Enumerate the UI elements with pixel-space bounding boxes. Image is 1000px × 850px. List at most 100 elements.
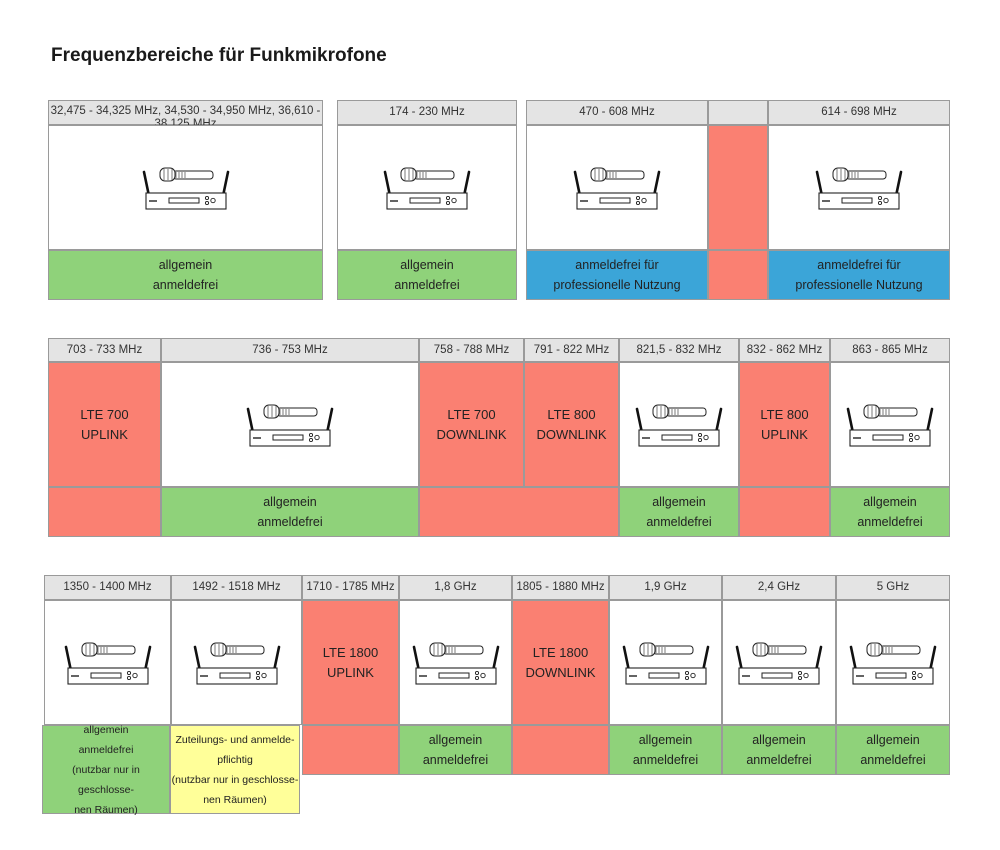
band-header-text: 1710 - 1785 MHz <box>306 581 395 593</box>
band-usage-footer: anmeldefrei für professionelle Nutzung <box>768 250 950 300</box>
band-usage-footer <box>512 725 609 775</box>
band-header: 1492 - 1518 MHz <box>171 575 302 600</box>
band-header-text: 832 - 862 MHz <box>746 343 823 356</box>
band-header-text: 470 - 608 MHz <box>579 106 655 118</box>
band-usage-footer: allgemein anmeldefrei <box>337 250 517 300</box>
band-equipment-cell <box>337 125 517 250</box>
wireless-receiver-with-microphone-icon <box>246 403 334 447</box>
band-header: 1805 - 1880 MHz <box>512 575 609 600</box>
band-usage-footer-text: allgemein anmeldefrei <box>746 733 812 767</box>
wireless-receiver-with-microphone-icon <box>383 166 471 210</box>
band-header-text: 174 - 230 MHz <box>389 106 465 118</box>
wireless-receiver-with-microphone-icon <box>622 641 709 685</box>
band-equipment-cell <box>526 125 708 250</box>
band-equipment-cell <box>609 600 722 725</box>
band-header: 1,8 GHz <box>399 575 512 600</box>
band-equipment-cell <box>722 600 836 725</box>
band-header-text: 736 - 753 MHz <box>252 343 328 356</box>
wireless-receiver-with-microphone-icon <box>849 641 937 685</box>
band-usage-footer-text: Zuteilungs- und anmelde- pflichtig (nutz… <box>171 733 299 806</box>
band-header: 758 - 788 MHz <box>419 338 524 362</box>
lte-band-block: LTE 1800 DOWNLINK <box>512 600 609 725</box>
page-title: Frequenzbereiche für Funkmikrofone <box>51 45 387 66</box>
band-header-text: 614 - 698 MHz <box>821 106 897 118</box>
band-usage-footer: allgemein anmeldefrei <box>609 725 722 775</box>
band-header: 1350 - 1400 MHz <box>44 575 171 600</box>
band-usage-footer-text: anmeldefrei für professionelle Nutzung <box>553 258 681 292</box>
band-header: 821,5 - 832 MHz <box>619 338 739 362</box>
band-header: 703 - 733 MHz <box>48 338 161 362</box>
band-header-text: 1,9 GHz <box>644 581 687 593</box>
band-usage-footer-text: allgemein anmeldefrei <box>860 733 926 767</box>
band-equipment-cell <box>161 362 419 487</box>
lte-band-block-text: LTE 1800 UPLINK <box>322 644 379 680</box>
band-usage-footer: allgemein anmeldefrei (nutzbar nur in ge… <box>42 724 170 816</box>
wireless-receiver-with-microphone-icon <box>142 166 229 210</box>
band-usage-footer <box>48 487 161 537</box>
band-header-text: 2,4 GHz <box>757 581 801 593</box>
band-usage-footer-text: allgemein anmeldefrei <box>857 495 923 529</box>
wireless-receiver-with-microphone-icon <box>412 641 499 685</box>
band-header: 1710 - 1785 MHz <box>302 575 399 600</box>
lte-band-block: LTE 800 UPLINK <box>739 362 830 487</box>
lte-band-block: LTE 700 UPLINK <box>48 362 161 487</box>
band-usage-footer-text: allgemein anmeldefrei <box>152 258 219 292</box>
band-usage-footer-text: allgemein anmeldefrei <box>394 258 460 292</box>
band-equipment-cell <box>830 362 950 487</box>
band-usage-footer <box>302 725 399 775</box>
band-usage-footer: allgemein anmeldefrei <box>830 487 950 537</box>
band-usage-footer-text: allgemein anmeldefrei <box>257 495 323 529</box>
band-usage-footer-text: allgemein anmeldefrei <box>422 733 489 767</box>
band-equipment-cell <box>48 125 323 250</box>
wireless-receiver-with-microphone-icon <box>635 403 723 447</box>
wireless-receiver-with-microphone-icon <box>846 403 934 447</box>
band-usage-footer-text: allgemein anmeldefrei (nutzbar nur in ge… <box>72 723 140 816</box>
band-equipment-cell <box>171 600 302 725</box>
band-header: 736 - 753 MHz <box>161 338 419 362</box>
band-header-text: 1805 - 1880 MHz <box>516 581 605 593</box>
lte-band-block-text: LTE 800 DOWNLINK <box>536 406 607 442</box>
band-usage-footer: allgemein anmeldefrei <box>619 487 739 537</box>
wireless-receiver-with-microphone-icon <box>573 166 661 210</box>
band-equipment-cell <box>836 600 950 725</box>
band-usage-footer: Zuteilungs- und anmelde- pflichtig (nutz… <box>170 725 300 814</box>
band-header: 2,4 GHz <box>722 575 836 600</box>
wireless-receiver-with-microphone-icon <box>64 641 151 685</box>
lte-band-block-text: LTE 700 UPLINK <box>80 406 129 442</box>
band-header: 5 GHz <box>836 575 950 600</box>
band-usage-footer: allgemein anmeldefrei <box>161 487 419 537</box>
band-equipment-cell <box>44 600 171 725</box>
band-header-text: 5 GHz <box>876 581 910 593</box>
band-header-text: 863 - 865 MHz <box>852 343 928 356</box>
band-usage-footer: anmeldefrei für professionelle Nutzung <box>526 250 708 300</box>
lte-band-block <box>708 125 768 250</box>
lte-band-block-text: LTE 800 UPLINK <box>760 406 809 442</box>
band-header-text: 1492 - 1518 MHz <box>192 581 281 593</box>
band-header-text: 758 - 788 MHz <box>433 343 510 356</box>
band-header <box>708 100 768 125</box>
band-header-text: 703 - 733 MHz <box>66 343 143 356</box>
band-usage-footer: allgemein anmeldefrei <box>399 725 512 775</box>
band-header: 174 - 230 MHz <box>337 100 517 125</box>
band-usage-footer: allgemein anmeldefrei <box>836 725 950 775</box>
band-header-text: 1,8 GHz <box>434 581 477 593</box>
band-header: 614 - 698 MHz <box>768 100 950 125</box>
band-header: 32,475 - 34,325 MHz, 34,530 - 34,950 MHz… <box>48 100 323 130</box>
band-usage-footer <box>739 487 830 537</box>
band-header: 1,9 GHz <box>609 575 722 600</box>
band-header-text: 821,5 - 832 MHz <box>636 343 722 356</box>
band-header: 832 - 862 MHz <box>739 338 830 362</box>
band-usage-footer-text: allgemein anmeldefrei <box>646 495 712 529</box>
wireless-receiver-with-microphone-icon <box>193 641 280 685</box>
band-usage-footer <box>419 487 619 537</box>
band-usage-footer-text: anmeldefrei für professionelle Nutzung <box>795 258 923 292</box>
lte-band-block: LTE 800 DOWNLINK <box>524 362 619 487</box>
lte-band-block: LTE 700 DOWNLINK <box>419 362 524 487</box>
band-equipment-cell <box>399 600 512 725</box>
band-header: 470 - 608 MHz <box>526 100 708 125</box>
band-header: 791 - 822 MHz <box>524 338 619 362</box>
lte-band-block-text: LTE 700 DOWNLINK <box>436 406 507 442</box>
band-equipment-cell <box>768 125 950 250</box>
band-equipment-cell <box>619 362 739 487</box>
band-header: 863 - 865 MHz <box>830 338 950 362</box>
